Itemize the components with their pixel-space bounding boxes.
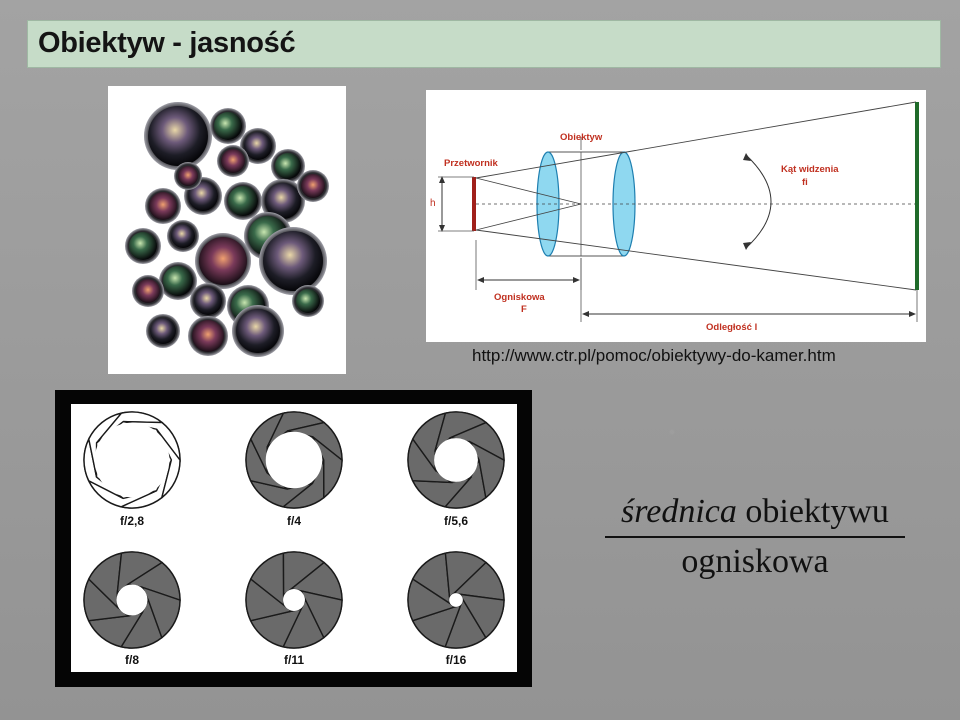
aperture-item: f/11 (245, 551, 343, 667)
iris-blade (468, 440, 505, 499)
aperture-item: f/5,6 (407, 411, 505, 528)
aperture-item: f/16 (407, 551, 505, 667)
ray-lower (475, 229, 917, 291)
lens-label: Obiektyw (560, 132, 603, 143)
lens-glass (163, 266, 193, 296)
distance-label: Odległość l (706, 322, 757, 333)
sensor-label: Przetwornik (444, 158, 499, 169)
aperture-label: f/8 (125, 653, 139, 667)
lens-glass (301, 174, 325, 198)
lens-glass (275, 153, 301, 179)
lens-glass (150, 318, 176, 344)
sensor-bar (472, 177, 476, 231)
iris-opening (265, 431, 323, 489)
lens-collection-illustration (125, 102, 329, 357)
optical-diagram: h Przetwornik Obiektyw Kąt widzenia fi O… (426, 90, 926, 342)
lens-glass (263, 231, 323, 291)
lens-glass (221, 149, 245, 173)
aperture-item: f/2,8 (83, 411, 181, 528)
lens-glass (129, 232, 157, 260)
iris-blade (459, 593, 505, 639)
aperture-ratio-formula: średnica obiektywu ogniskowa (605, 490, 905, 582)
iris-blade (299, 589, 343, 639)
lens-glass (136, 279, 160, 303)
aperture-label: f/16 (446, 653, 467, 667)
iris-blade (155, 428, 181, 500)
focal-length-symbol: F (521, 304, 527, 315)
iris-opening (94, 422, 170, 498)
lens-glass (192, 320, 224, 352)
lens-glass (178, 166, 198, 186)
formula-numerator-rest: obiektywu (736, 493, 889, 530)
lens-glass (244, 132, 272, 160)
formula-denominator: ogniskowa (681, 543, 829, 580)
lens-glass (236, 309, 280, 353)
aperture-label: f/5,6 (444, 514, 468, 528)
lens-glass (199, 237, 247, 285)
ray-upper (475, 101, 917, 179)
lens-glass (188, 181, 218, 211)
view-angle-label: Kąt widzenia (781, 164, 839, 175)
aperture-label: f/11 (284, 653, 304, 667)
lens-glass (149, 192, 177, 220)
lens-glass (171, 224, 195, 248)
focal-length-label: Ogniskowa (494, 292, 545, 303)
iris-opening (116, 584, 148, 616)
aperture-label: f/4 (287, 514, 301, 528)
iris-opening (434, 438, 478, 482)
formula-numerator-italic: średnica (621, 493, 737, 530)
formula-numerator: średnica obiektywu (605, 490, 905, 534)
slide-title-bar: Obiektyw - jasność (27, 20, 941, 68)
iris-opening (283, 589, 305, 611)
height-label: h (430, 198, 436, 209)
iris-blade (140, 586, 181, 639)
lens-glass (194, 287, 222, 315)
source-url[interactable]: http://www.ctr.pl/pomoc/obiektywy-do-kam… (472, 346, 836, 365)
aperture-item: f/4 (245, 411, 343, 528)
lens-glass (228, 186, 258, 216)
iris-opening (449, 593, 463, 607)
view-angle-arc (745, 154, 772, 249)
slide-title: Obiektyw - jasność (38, 27, 296, 59)
lens-collection-photo (108, 86, 346, 374)
view-angle-symbol: fi (802, 177, 808, 188)
aperture-item: f/8 (83, 551, 181, 667)
fraction-bar (605, 536, 905, 538)
object-plane-bar (915, 102, 919, 290)
lens-glass (265, 183, 301, 219)
aperture-grid: f/2,8 f/4 f/5,6 f/8 f/11 f/16 (83, 411, 505, 667)
lens-glass (296, 289, 320, 313)
aperture-label: f/2,8 (120, 514, 144, 528)
lens-glass (214, 112, 242, 140)
lens-glass (148, 106, 208, 166)
aperture-chart: f/2,8 f/4 f/5,6 f/8 f/11 f/16 (55, 390, 532, 687)
